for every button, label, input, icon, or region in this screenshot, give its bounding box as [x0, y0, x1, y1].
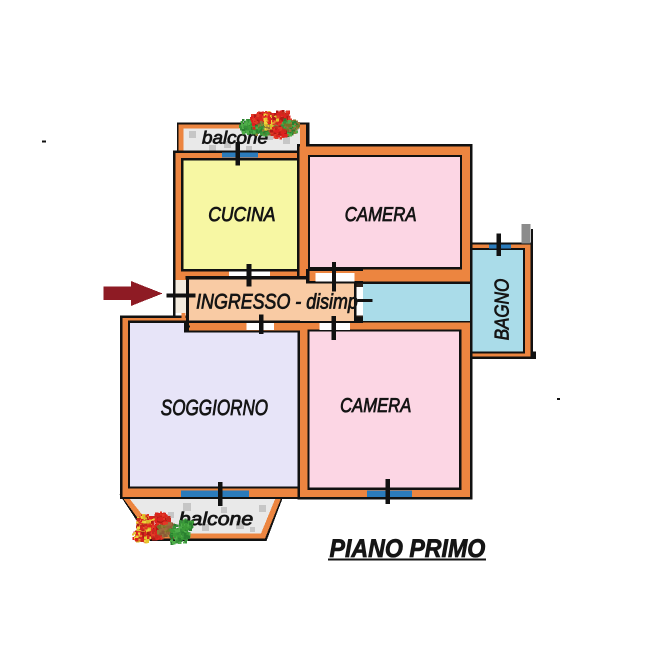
svg-text:CAMERA: CAMERA	[340, 395, 411, 417]
svg-text:CAMERA: CAMERA	[345, 204, 417, 226]
svg-text:BAGNO: BAGNO	[492, 279, 514, 341]
svg-text:INGRESSO - disimp: INGRESSO - disimp	[196, 291, 358, 314]
svg-text:SOGGIORNO: SOGGIORNO	[161, 395, 268, 420]
svg-text:CUCINA: CUCINA	[208, 204, 275, 226]
svg-text:balcone: balcone	[179, 508, 254, 529]
